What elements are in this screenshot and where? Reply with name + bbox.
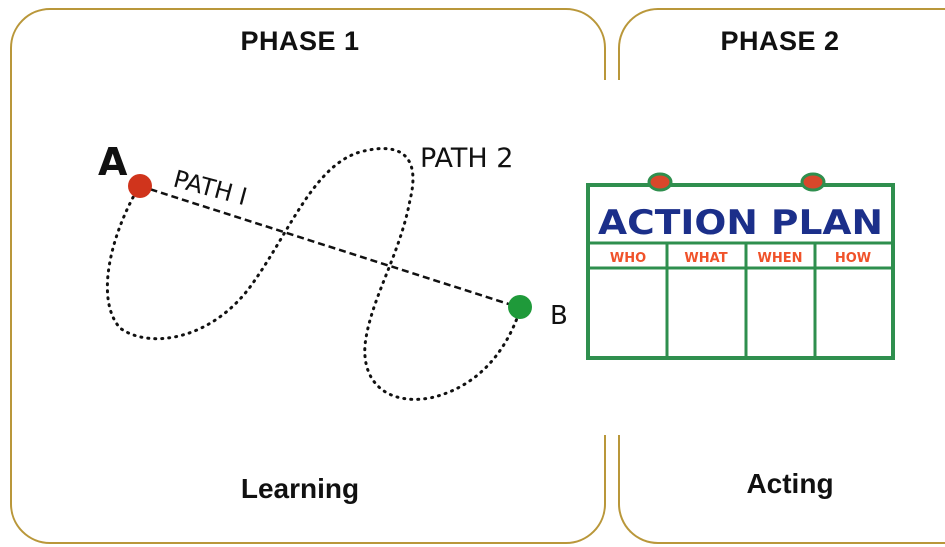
point-b-marker <box>508 295 532 319</box>
path-1-route <box>139 184 519 309</box>
phase-1-label: Learning <box>240 473 360 504</box>
phase-2-label: Acting <box>746 468 834 499</box>
pin-icon <box>647 172 673 192</box>
point-b-label: B <box>550 301 568 331</box>
column-who: WHO <box>610 251 646 266</box>
pin-icon <box>800 172 826 192</box>
action-plan-board: ACTION PLAN WHO WHAT WHEN HOW <box>586 172 895 360</box>
path-1-label: PATH I <box>170 165 250 211</box>
phase-1-title: PHASE 1 <box>240 26 360 56</box>
point-a-label: A <box>98 140 128 184</box>
action-plan-title: ACTION PLAN <box>598 203 883 243</box>
path-2-label: PATH 2 <box>420 143 514 174</box>
phase-1-panel <box>10 8 606 544</box>
column-what: WHAT <box>684 251 727 266</box>
point-a-marker <box>128 174 152 198</box>
phase-2-title: PHASE 2 <box>720 26 840 56</box>
path-2-route <box>105 147 522 401</box>
column-when: WHEN <box>758 251 803 266</box>
column-how: HOW <box>835 251 871 266</box>
